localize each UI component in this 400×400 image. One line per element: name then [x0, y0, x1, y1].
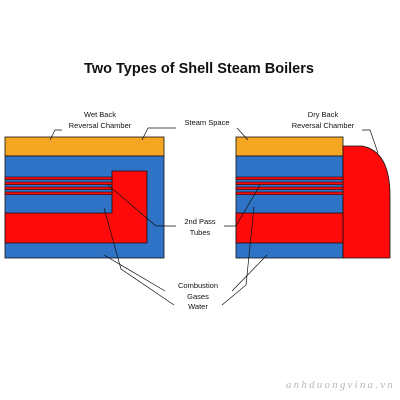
wet-back-label-line1: Wet Back — [84, 110, 116, 119]
combustion-label-line2: Gases — [187, 292, 209, 301]
leader-lines — [49, 127, 379, 306]
second-pass-tubes-right — [235, 176, 344, 195]
wet-back-label-line2: Reversal Chamber — [69, 121, 132, 130]
dry-back-label-line2: Reversal Chamber — [292, 121, 355, 130]
steam-space-leader-left — [141, 127, 176, 141]
watermark: anhduongvina.vn — [286, 379, 395, 391]
combustion-label-line1: Combustion — [178, 281, 218, 290]
second-pass-leader-right — [224, 184, 261, 227]
dry-back-boiler — [235, 136, 391, 259]
second-pass-leader-left — [107, 184, 176, 227]
furnace-right — [235, 212, 344, 244]
wet-back-boiler — [4, 136, 165, 259]
second-pass-label-line1: 2nd Pass — [184, 217, 216, 226]
steam-space-leader-right — [236, 127, 249, 141]
combustion-leader-left — [103, 254, 166, 292]
diagram-title: Two Types of Shell Steam Boilers — [84, 61, 314, 77]
second-pass-label-line2: Tubes — [190, 228, 211, 237]
steam-space-label: Steam Space — [184, 118, 229, 127]
wet-back-chamber — [4, 170, 148, 244]
wet-back-leader — [49, 129, 62, 141]
steam-space-right — [235, 136, 344, 157]
steam-space-left — [4, 136, 165, 157]
dry-back-label-line1: Dry Back — [308, 110, 339, 119]
water-leader-left — [103, 207, 175, 306]
dry-back-leader — [362, 129, 379, 154]
dry-back-chamber — [342, 145, 391, 259]
water-leader-right — [221, 206, 255, 306]
water-label: Water — [188, 302, 208, 311]
combustion-leader-right — [231, 254, 268, 292]
